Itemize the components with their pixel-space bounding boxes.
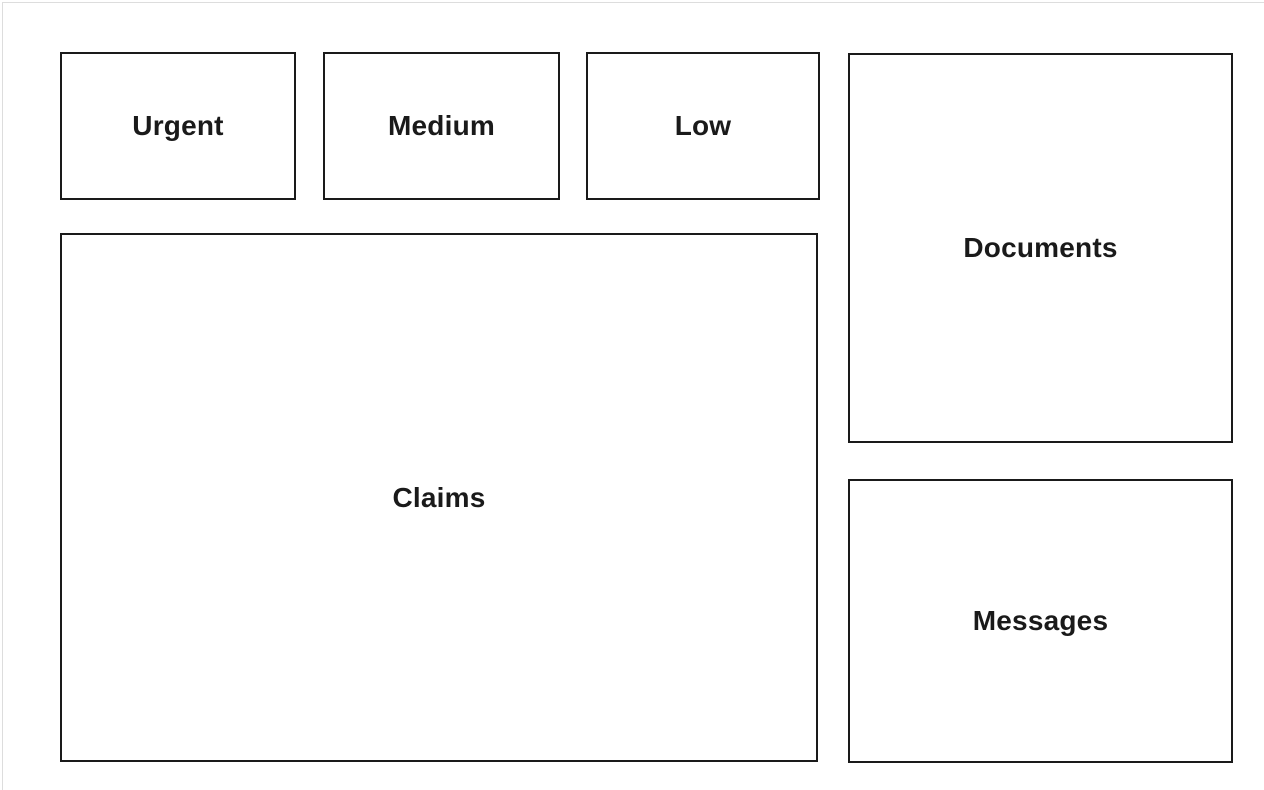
claims-panel[interactable]: Claims xyxy=(60,233,818,762)
messages-panel[interactable]: Messages xyxy=(848,479,1233,763)
claims-panel-label: Claims xyxy=(392,481,486,513)
messages-panel-label: Messages xyxy=(972,605,1109,636)
low-panel-label: Low xyxy=(674,110,732,141)
urgent-panel[interactable]: Urgent xyxy=(60,52,296,200)
urgent-panel-label: Urgent xyxy=(132,110,224,141)
medium-panel-label: Medium xyxy=(388,110,495,141)
low-panel[interactable]: Low xyxy=(586,52,820,200)
documents-panel-label: Documents xyxy=(963,232,1118,263)
documents-panel[interactable]: Documents xyxy=(848,53,1233,443)
medium-panel[interactable]: Medium xyxy=(323,52,560,200)
